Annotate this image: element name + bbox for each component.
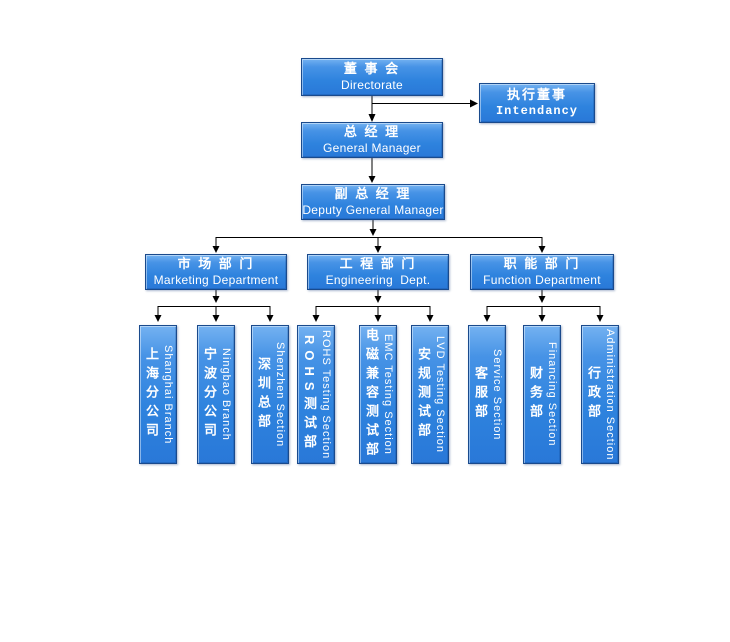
leaf-ningbao-branch: 宁波分公司 Ningbao Branch — [197, 325, 235, 464]
leaf-shanghai-branch-zh: 上海分公司 — [144, 347, 159, 442]
node-intendancy: 执行董事 Intendancy — [479, 83, 595, 123]
node-function-department: 职 能 部 门 Function Department — [470, 254, 614, 290]
node-intendancy-en: Intendancy — [495, 103, 578, 118]
leaf-shanghai-branch: 上海分公司 Shanghai Branch — [139, 325, 177, 464]
leaf-emc-testing-section-zh: 电磁兼容测试部 — [364, 328, 379, 461]
leaf-service-section: 客服部 Service Section — [468, 325, 506, 464]
leaf-rohs-testing-section-en: ROHS Testing Section — [320, 329, 332, 460]
leaf-service-section-zh: 客服部 — [473, 366, 488, 423]
node-function-department-zh: 职 能 部 门 — [503, 256, 581, 272]
node-marketing-department-en: Marketing Department — [153, 272, 279, 287]
node-directorate: 董 事 会 Directorate — [301, 58, 443, 96]
leaf-shenzhen-section: 深圳总部 Shenzhen Section — [251, 325, 289, 464]
leaf-lvd-testing-section-en: LVD Testing Section — [434, 335, 446, 454]
node-function-department-en: Function Department — [483, 272, 601, 287]
leaf-rohs-testing-section: ROHS测试部 ROHS Testing Section — [297, 325, 335, 464]
node-deputy-general-manager-zh: 副 总 经 理 — [334, 186, 412, 202]
node-engineering-department: 工 程 部 门 Engineering Dept. — [307, 254, 449, 290]
leaf-service-section-en: Service Section — [491, 348, 503, 441]
leaf-administration-section: 行政部 Administration Section — [581, 325, 619, 464]
node-marketing-department: 市 场 部 门 Marketing Department — [145, 254, 287, 290]
leaf-emc-testing-section-en: EMC Testing Section — [382, 334, 394, 455]
leaf-lvd-testing-section-zh: 安规测试部 — [416, 347, 431, 442]
leaf-emc-testing-section: 电磁兼容测试部 EMC Testing Section — [359, 325, 397, 464]
leaf-shanghai-branch-en: Shanghai Branch — [162, 344, 174, 445]
node-deputy-general-manager-en: Deputy General Manager — [302, 202, 444, 217]
leaf-ningbao-branch-en: Ningbao Branch — [220, 348, 232, 441]
node-general-manager-en: General Manager — [323, 140, 421, 155]
leaf-shenzhen-section-en: Shenzhen Section — [274, 341, 286, 448]
node-directorate-zh: 董 事 会 — [343, 61, 401, 77]
node-general-manager-zh: 总 经 理 — [343, 124, 401, 140]
leaf-rohs-testing-section-zh: ROHS测试部 — [302, 335, 317, 454]
leaf-administration-section-en: Administration Section — [604, 328, 616, 461]
leaf-financing-section-zh: 财务部 — [528, 366, 543, 423]
leaf-ningbao-branch-zh: 宁波分公司 — [202, 347, 217, 442]
node-directorate-en: Directorate — [341, 77, 403, 92]
node-deputy-general-manager: 副 总 经 理 Deputy General Manager — [301, 184, 445, 220]
node-intendancy-zh: 执行董事 — [506, 87, 567, 103]
node-engineering-department-en: Engineering Dept. — [325, 272, 431, 287]
leaf-administration-section-zh: 行政部 — [586, 366, 601, 423]
leaf-financing-section-en: Financing Section — [546, 342, 558, 447]
node-general-manager: 总 经 理 General Manager — [301, 122, 443, 158]
leaf-shenzhen-section-zh: 深圳总部 — [256, 356, 271, 433]
node-marketing-department-zh: 市 场 部 门 — [177, 256, 255, 272]
leaf-lvd-testing-section: 安规测试部 LVD Testing Section — [411, 325, 449, 464]
leaf-financing-section: 财务部 Financing Section — [523, 325, 561, 464]
node-engineering-department-zh: 工 程 部 门 — [339, 256, 417, 272]
